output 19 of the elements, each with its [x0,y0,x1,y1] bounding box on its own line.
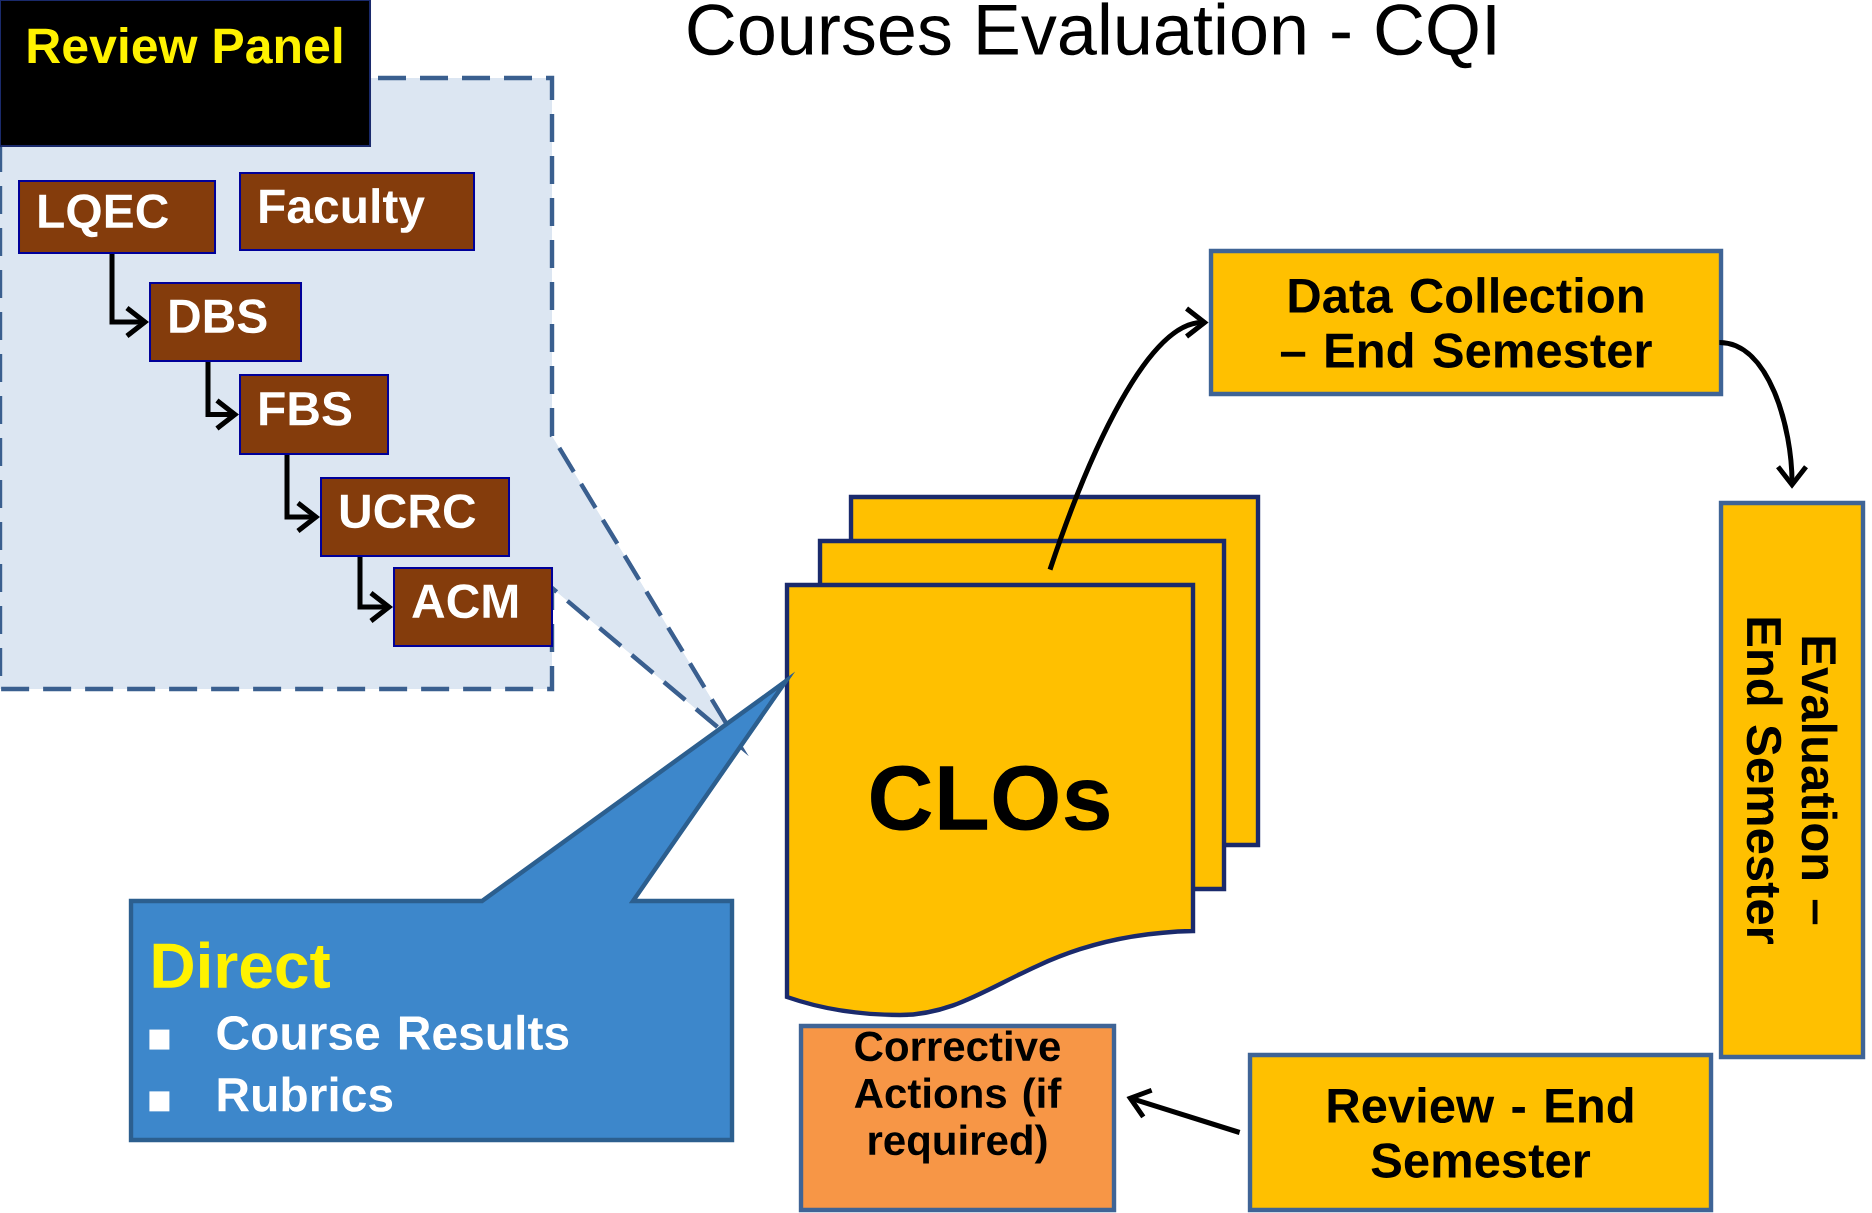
org-box: FBS [239,374,389,455]
arrow [1719,340,1808,489]
org-box: UCRC [320,477,510,557]
title: Courses Evaluation - CQI [688,2,1495,69]
org-box: LQEC [18,180,216,254]
process-box: Evaluation – End Semester [1718,500,1866,1060]
process-box: Corrective Actions (if required) [798,1023,1117,1213]
heading-box: Review Panel [0,0,371,147]
callout-text: Direct Course Results Rubrics [149,941,569,1112]
process-box: Review - End Semester [1247,1052,1714,1213]
arrow [109,254,149,338]
arrow [1126,1087,1241,1135]
org-box: ACM [393,567,553,647]
document-stack: CLOs [784,494,1261,1018]
org-box: Faculty [239,172,475,251]
process-box: Data Collection – End Semester [1208,248,1724,397]
arrow [1047,306,1209,571]
arrow [284,455,320,533]
org-box: DBS [149,282,302,362]
